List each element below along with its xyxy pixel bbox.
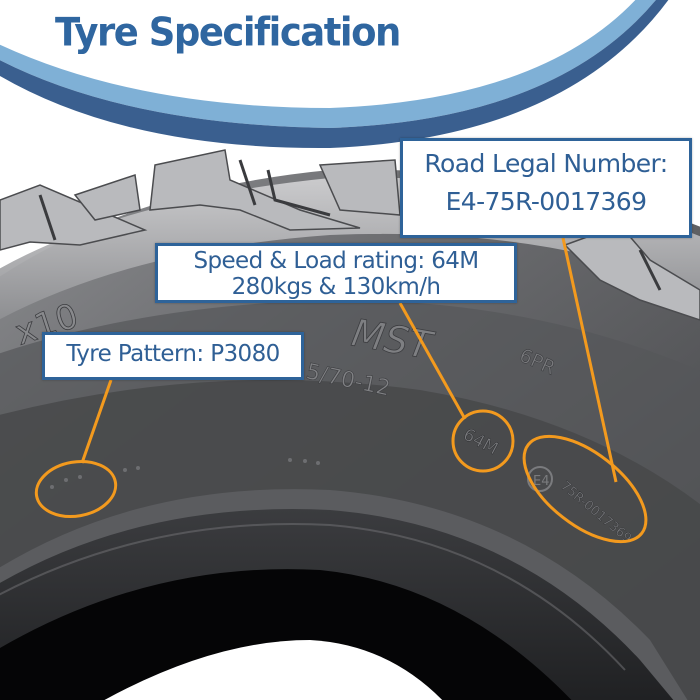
tyre-pattern-label: Tyre Pattern: P3080 bbox=[66, 341, 280, 367]
speed-load-callout: Speed & Load rating: 64M 280kgs & 130km/… bbox=[155, 243, 517, 303]
tyre-pattern-callout: Tyre Pattern: P3080 bbox=[42, 332, 304, 380]
road-legal-callout: Road Legal Number: E4-75R-0017369 bbox=[400, 138, 692, 238]
speed-load-value: 280kgs & 130km/h bbox=[231, 273, 441, 300]
speed-load-label: Speed & Load rating: 64M bbox=[193, 248, 479, 274]
swoosh-light-band bbox=[0, 0, 656, 128]
swoosh-dark-band bbox=[0, 0, 669, 149]
road-legal-label: Road Legal Number: bbox=[424, 149, 668, 178]
sidewall-e-mark: E4 bbox=[533, 474, 550, 489]
road-legal-value: E4-75R-0017369 bbox=[445, 187, 647, 216]
header-swoosh bbox=[0, 0, 700, 149]
page-title: Tyre Specification bbox=[55, 10, 401, 56]
